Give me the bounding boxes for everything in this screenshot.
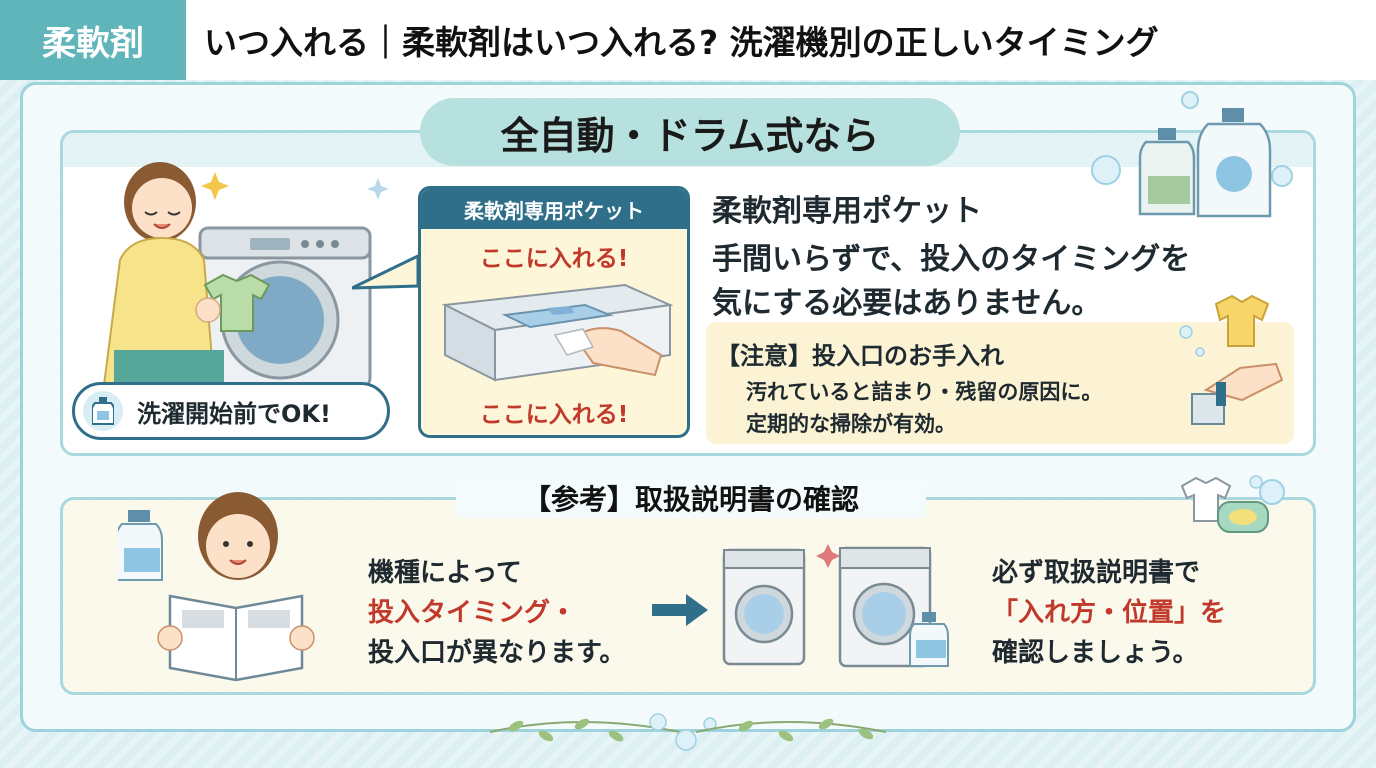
reference-title: 【参考】取扱説明書の確認 (456, 478, 926, 518)
pocket-line-2: 気にする必要はありません。 (712, 286, 1102, 321)
arrow-right-icon (652, 594, 708, 626)
pocket-line-1: 手間いらずで、投入のタイミングを (712, 242, 1191, 277)
tshirt-icon (1214, 294, 1270, 347)
sprig-decoration (489, 713, 887, 751)
sparkle-icon (201, 172, 229, 200)
caution-line-2: 定期的な掃除が有効。 (746, 412, 956, 436)
section-pill-title: 全自動・ドラム式なら (420, 98, 960, 166)
insert-here-label-bottom: ここに入れる! (479, 402, 629, 428)
cleaning-illustration (1179, 294, 1284, 425)
softener-bottles-illustration (1091, 91, 1293, 218)
pocket-card: 柔軟剤専用ポケット ここに入れる! ここに入れる! (418, 186, 690, 438)
manual-note-line-2: 「入れ方・位置」を (992, 598, 1227, 628)
header-bar: 柔軟剤 いつ入れる｜柔軟剤はいつ入れる? 洗濯機別の正しいタイミング (0, 0, 1376, 80)
model-note-line-2: 投入タイミング・ (368, 598, 577, 628)
manual-note-line-1: 必ず取扱説明書で (992, 558, 1201, 588)
category-tag: 柔軟剤 (0, 0, 186, 80)
laundry-bubbles-illustration (1180, 475, 1285, 533)
pocket-card-heading: 柔軟剤専用ポケット (421, 189, 687, 229)
woman-reading-illustration (118, 492, 315, 682)
manual-note-line-3: 確認しましょう。 (992, 638, 1199, 668)
softener-bottle-icon (83, 391, 123, 431)
model-note-line-1: 機種によって (368, 558, 522, 588)
pocket-heading: 柔軟剤専用ポケット (712, 194, 982, 229)
page-title: いつ入れる｜柔軟剤はいつ入れる? 洗濯機別の正しいタイミング (204, 23, 1159, 62)
detergent-drawer-illustration (441, 283, 674, 382)
bubble-icon (1259, 479, 1285, 505)
washing-machines-illustration (722, 544, 949, 668)
woman-washing-illustration (102, 162, 389, 390)
callout-connector (352, 253, 420, 290)
insert-here-label-top: ここに入れる! (479, 246, 629, 272)
before-wash-text: 洗濯開始前でOK! (137, 399, 331, 428)
caution-line-1: 汚れていると詰まり・残留の原因に。 (746, 380, 1103, 404)
before-wash-bubble: 洗濯開始前でOK! (72, 382, 390, 440)
model-note-line-3: 投入口が異なります。 (368, 638, 626, 668)
caution-heading: 【注意】投入口のお手入れ (716, 342, 1004, 370)
